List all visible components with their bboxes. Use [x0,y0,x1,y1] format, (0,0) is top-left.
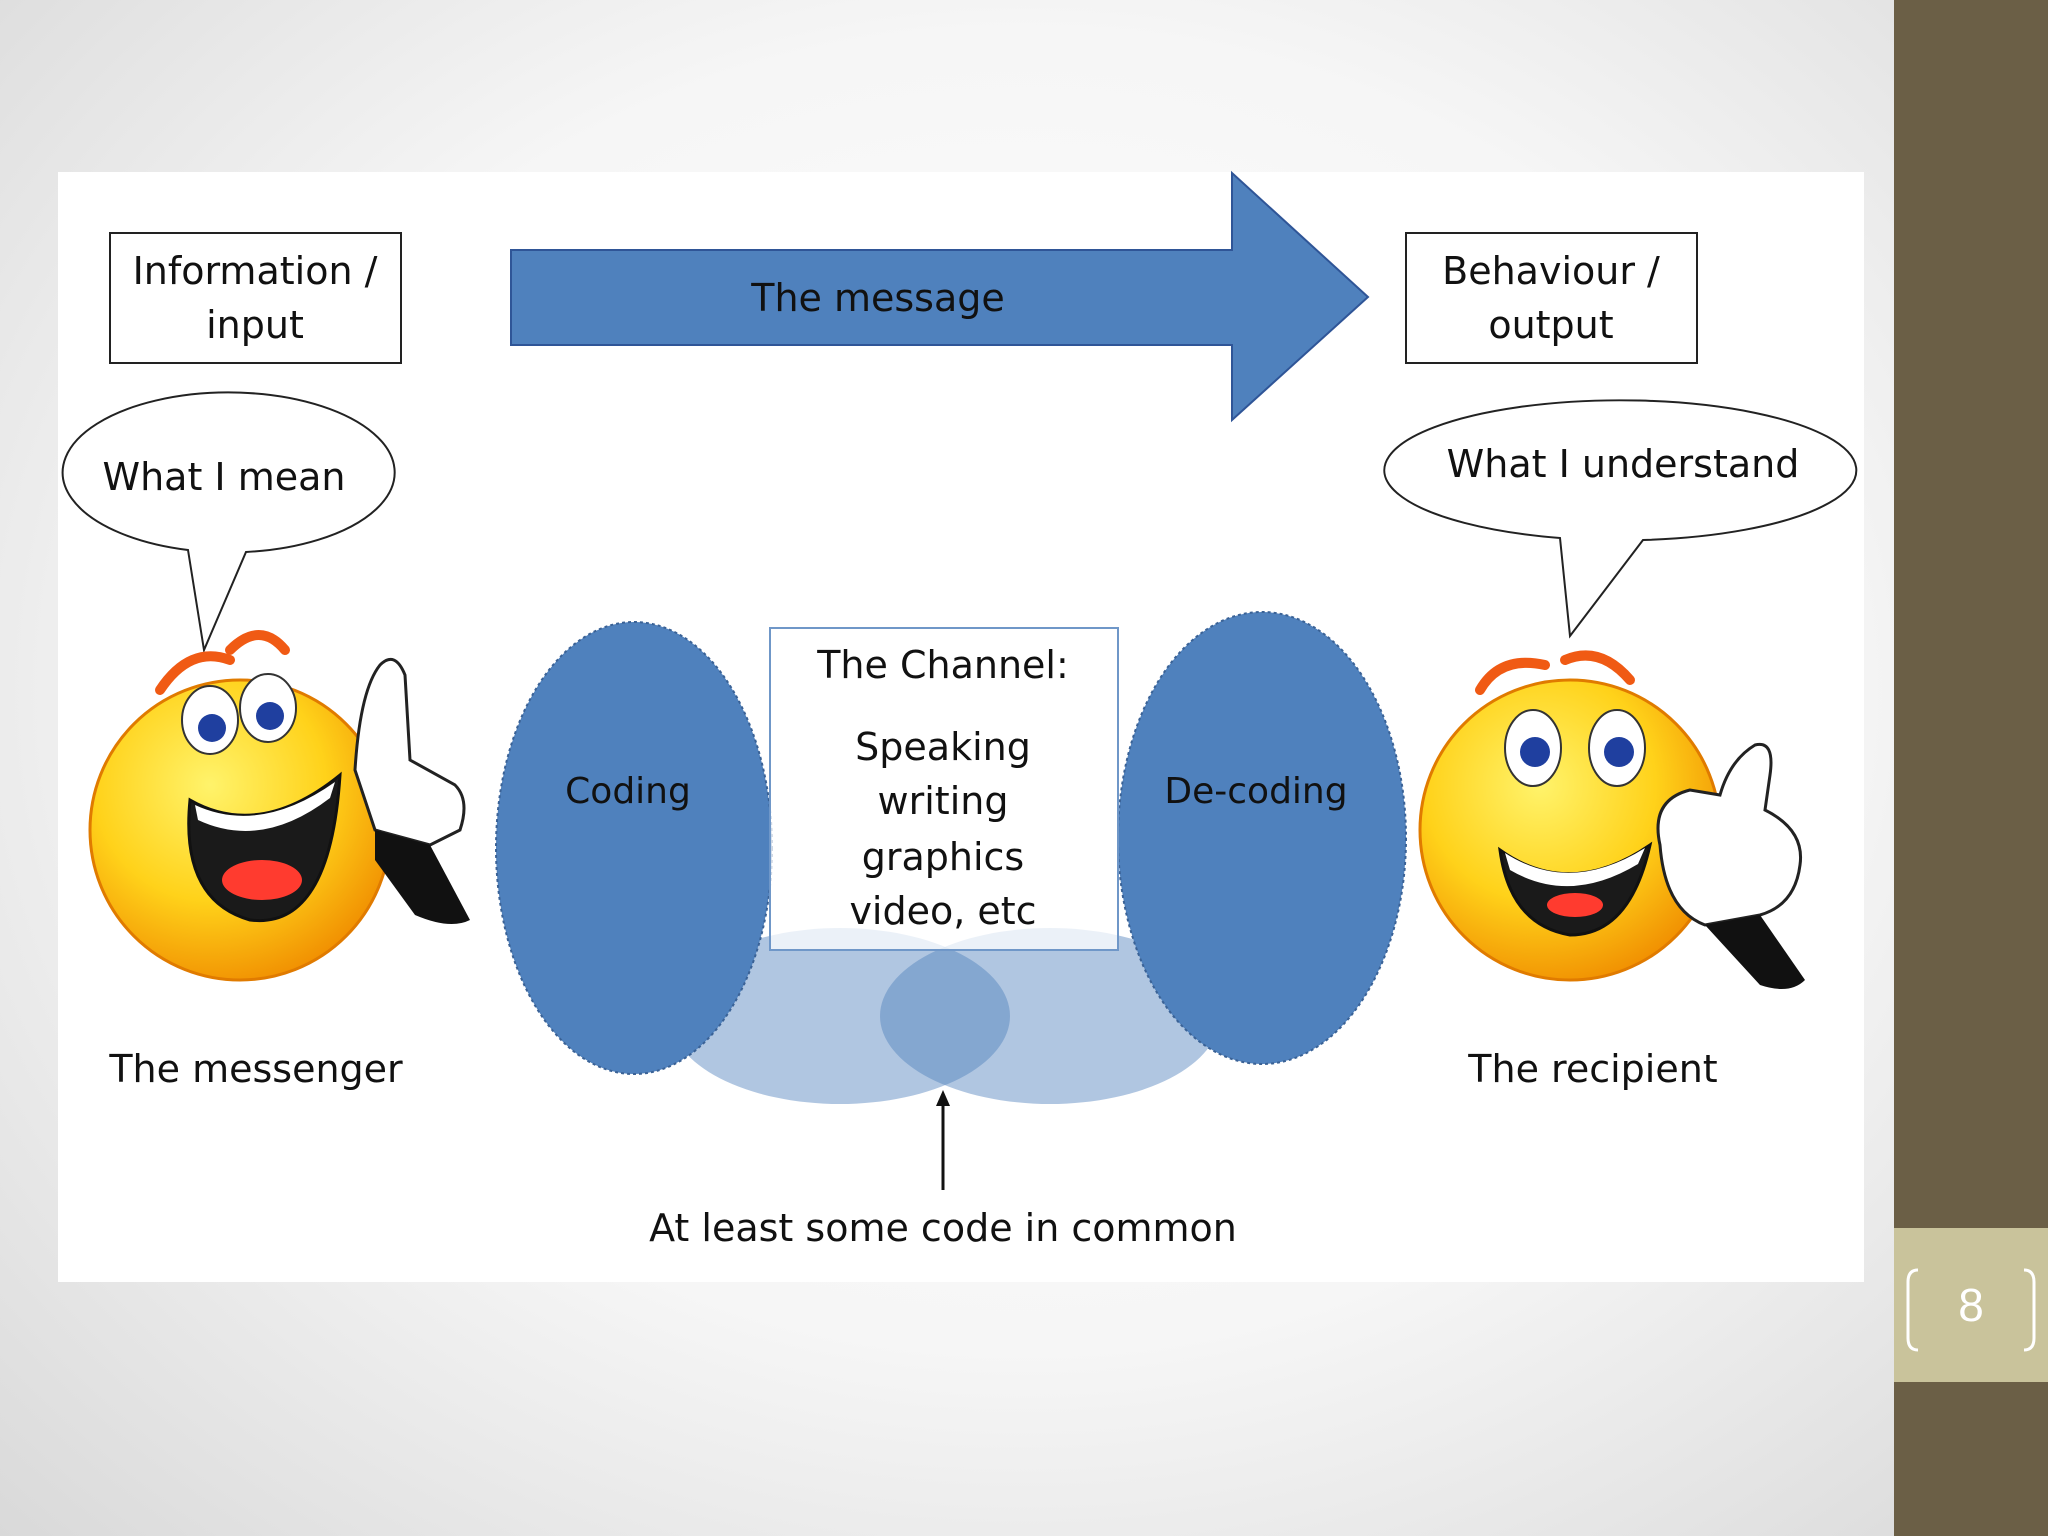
common-ellipse-right [880,928,1220,1104]
behaviour-line-1: Behaviour / [1442,249,1660,293]
badge-bracket-left [1906,1268,1919,1352]
recipient-smiley [1418,650,1805,989]
channel-title: The Channel: [816,643,1069,687]
messenger-smiley [88,630,470,982]
common-pointer-arrowhead [936,1090,950,1106]
coding-label: Coding [565,771,691,812]
badge-bracket-right [2023,1268,2036,1352]
behaviour-output-box [1405,232,1698,364]
decoding-label: De-coding [1164,771,1347,812]
slide-number-badge [1894,1228,2048,1382]
information-input-box [109,232,402,364]
channel-item-graphics: graphics [862,835,1024,879]
behaviour-line-2: output [1488,303,1613,347]
common-code-caption: At least some code in common [649,1206,1237,1250]
information-line-1: Information / [133,249,378,293]
speech-bubble-left [61,391,396,654]
channel-box [769,627,1119,951]
message-label: The message [750,276,1005,320]
bubble-left-text: What I mean [103,455,346,499]
information-line-2: input [206,303,304,347]
slide-number: 8 [1958,1279,1984,1331]
channel-item-video: video, etc [849,889,1036,933]
channel-item-writing: writing [878,779,1009,823]
channel-item-speaking: Speaking [855,725,1031,769]
decoding-ellipse [1117,611,1407,1065]
messenger-label: The messenger [108,1047,403,1091]
message-arrow [510,170,1370,423]
bubble-right-text: What I understand [1447,442,1800,486]
coding-ellipse [495,621,773,1075]
speech-bubble-right [1383,399,1858,639]
recipient-label: The recipient [1467,1047,1717,1091]
common-ellipse-left [670,928,1010,1104]
